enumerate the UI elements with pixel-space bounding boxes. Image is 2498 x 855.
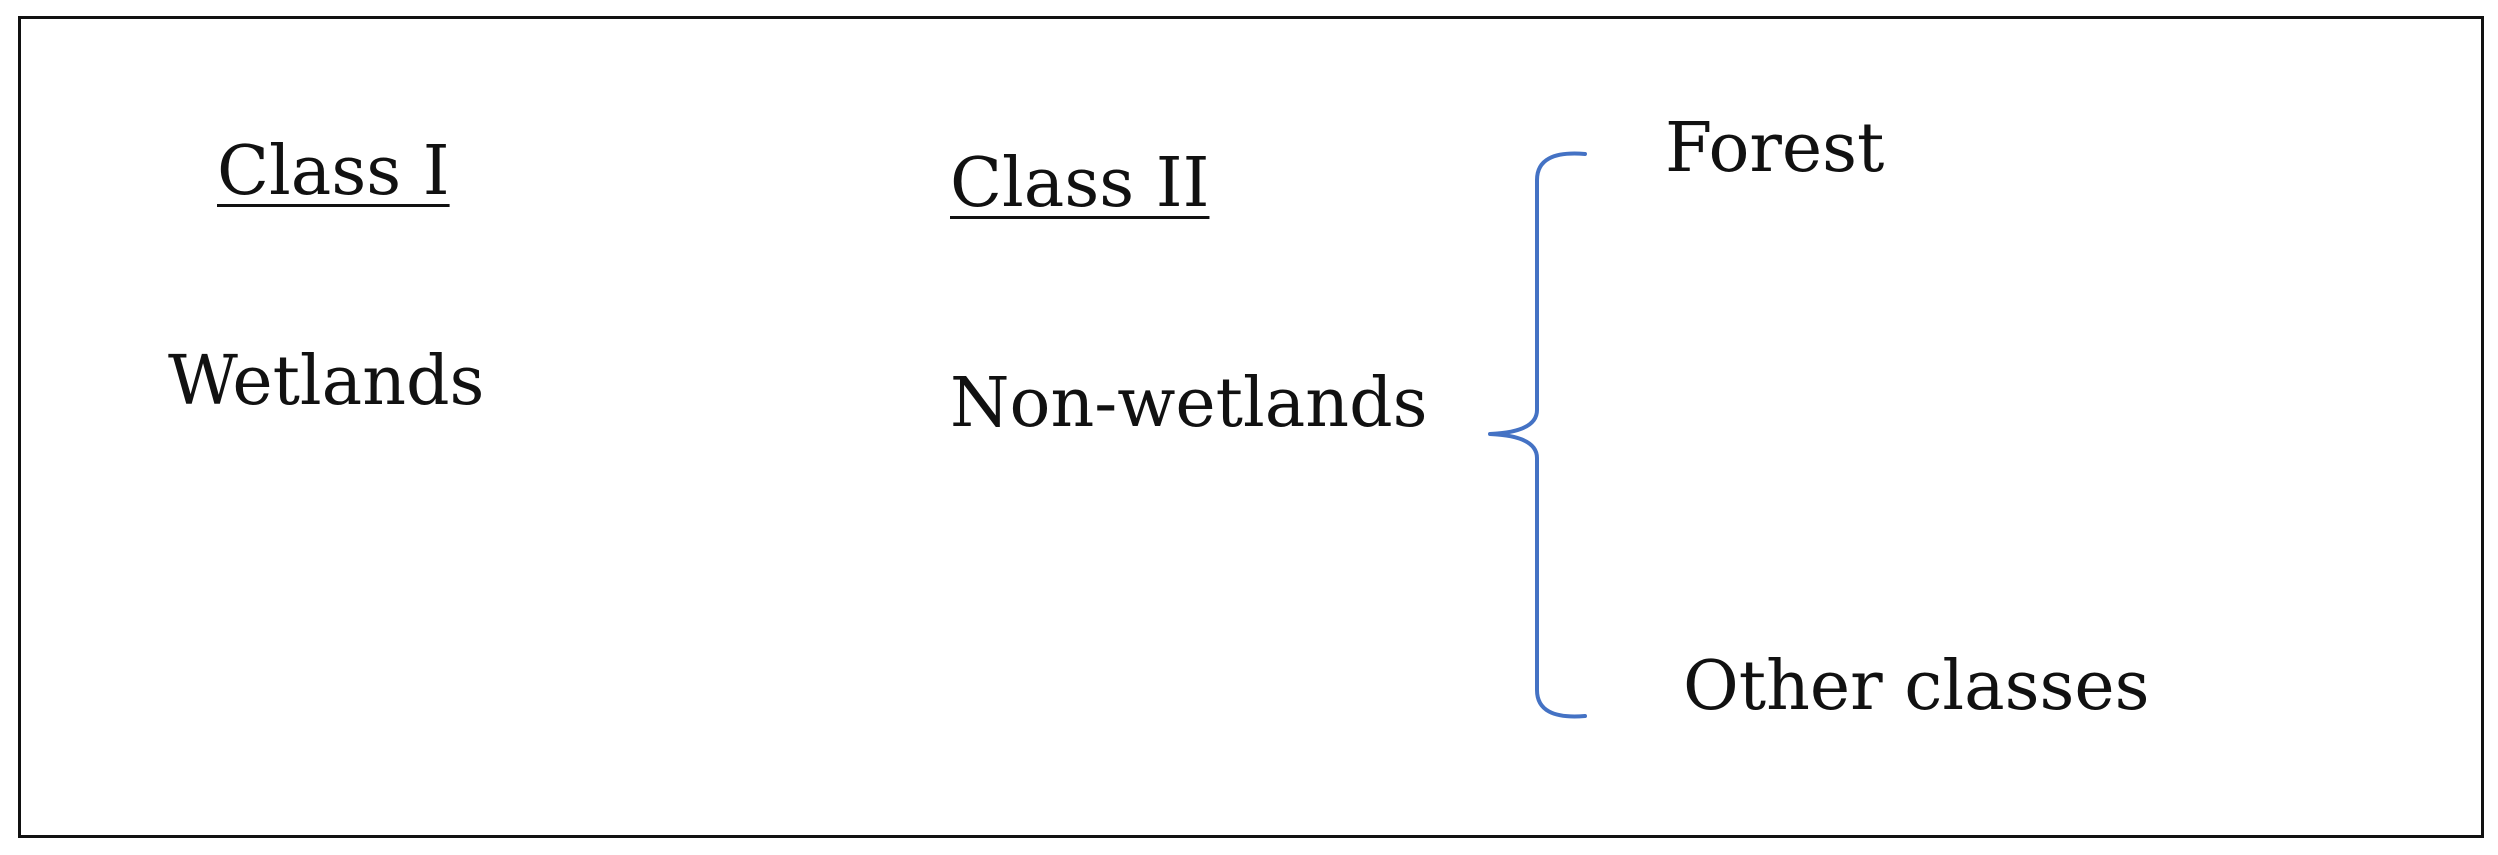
wetlands-label: Wetlands — [168, 342, 485, 421]
forest-label: Forest — [1665, 109, 1885, 188]
other-classes-label: Other classes — [1683, 647, 2150, 726]
non-wetlands-label: Non-wetlands — [950, 364, 1428, 443]
curly-brace-shape — [1488, 151, 1587, 719]
diagram-frame — [18, 16, 2484, 838]
class-2-heading: Class II — [950, 144, 1210, 223]
class-1-heading: Class I — [217, 132, 450, 211]
